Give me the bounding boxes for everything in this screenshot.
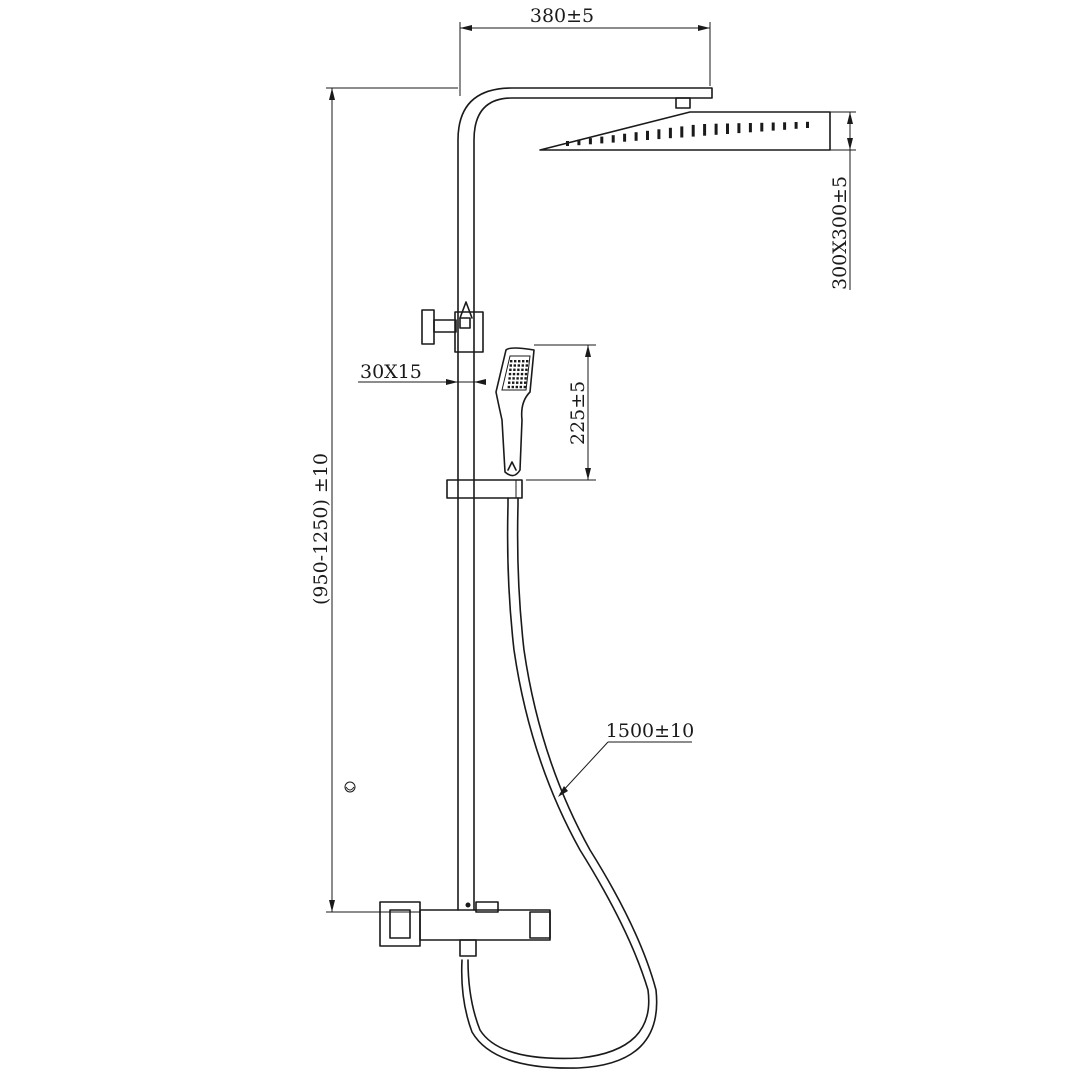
nozzle bbox=[600, 136, 604, 144]
hand-nozzle bbox=[519, 385, 522, 389]
nozzle bbox=[714, 123, 718, 135]
hand-nozzle bbox=[521, 364, 524, 367]
hand-nozzle bbox=[520, 381, 523, 384]
nozzle bbox=[760, 122, 764, 132]
hand-nozzle bbox=[513, 368, 516, 371]
hand-nozzle bbox=[523, 385, 526, 389]
nozzle bbox=[737, 123, 741, 134]
hand-nozzle bbox=[510, 360, 513, 363]
nozzle bbox=[588, 138, 592, 145]
hand-nozzle bbox=[524, 381, 527, 384]
hand-nozzle bbox=[516, 372, 520, 376]
dimension-rain-head-size: 300X300±5 bbox=[829, 111, 856, 290]
nozzle bbox=[726, 123, 729, 134]
hand-nozzle bbox=[516, 377, 519, 380]
hand-nozzle bbox=[512, 372, 516, 376]
dimension-rain-arm-length: 380±5 bbox=[459, 5, 711, 96]
nozzle bbox=[806, 121, 809, 128]
hand-nozzle bbox=[516, 381, 519, 384]
nozzle bbox=[646, 130, 649, 140]
dimension-label-hand-shower: 225±5 bbox=[567, 381, 589, 445]
rain-shower-head bbox=[539, 111, 831, 151]
shower-head-nozzles bbox=[566, 121, 809, 146]
hand-nozzle bbox=[520, 377, 523, 380]
dimension-label-rain-arm: 380±5 bbox=[530, 5, 594, 27]
hand-nozzle bbox=[525, 368, 528, 371]
dimension-label-rail: 30X15 bbox=[360, 361, 422, 383]
hand-nozzle bbox=[517, 368, 520, 371]
riser-pipe-with-rain-arm bbox=[457, 87, 713, 911]
nozzle bbox=[623, 133, 627, 142]
hand-nozzle bbox=[521, 368, 524, 371]
hand-nozzle bbox=[509, 364, 512, 367]
hand-nozzle bbox=[508, 377, 511, 380]
hand-nozzle bbox=[525, 364, 528, 367]
hand-nozzle bbox=[522, 360, 525, 363]
hand-nozzle bbox=[513, 364, 516, 367]
dimension-hose-length: 1500±10 bbox=[558, 720, 694, 797]
nozzle bbox=[703, 124, 707, 136]
hand-shower-nozzles bbox=[507, 360, 529, 389]
slide-holder-bracket bbox=[446, 479, 523, 499]
hand-nozzle bbox=[524, 377, 527, 380]
dimension-hand-shower-length: 225±5 bbox=[526, 344, 596, 481]
hand-shower bbox=[495, 347, 535, 477]
nozzle bbox=[611, 135, 615, 143]
hand-nozzle bbox=[508, 372, 512, 376]
dimension-column-height: (950-1250) ±10 bbox=[310, 87, 458, 913]
hand-nozzle bbox=[509, 368, 512, 371]
hand-nozzle bbox=[520, 372, 524, 376]
nozzle bbox=[748, 123, 752, 133]
diverter-valve bbox=[421, 301, 484, 353]
hand-nozzle bbox=[526, 360, 529, 363]
hand-nozzle bbox=[508, 381, 511, 384]
hand-nozzle bbox=[507, 385, 510, 389]
nozzle bbox=[680, 126, 684, 138]
hand-nozzle bbox=[518, 360, 521, 363]
shower-hose bbox=[460, 497, 658, 1069]
wall-anchor-icon bbox=[344, 781, 356, 793]
hand-nozzle bbox=[514, 360, 517, 363]
nozzle bbox=[577, 139, 581, 146]
thermostatic-mixer-valve bbox=[379, 901, 551, 957]
hand-nozzle bbox=[515, 385, 518, 389]
hand-nozzle bbox=[517, 364, 520, 367]
dimension-slide-rail-section: 30X15 bbox=[358, 361, 486, 385]
nozzle bbox=[668, 127, 672, 139]
nozzle bbox=[783, 122, 787, 130]
hand-nozzle bbox=[512, 381, 515, 384]
dimension-label-column-height: (950-1250) ±10 bbox=[310, 453, 332, 605]
nozzle bbox=[657, 129, 661, 140]
nozzle bbox=[794, 122, 798, 129]
dimension-label-hose: 1500±10 bbox=[606, 720, 694, 742]
nozzle bbox=[691, 124, 695, 137]
nozzle bbox=[634, 132, 638, 141]
hand-nozzle bbox=[524, 372, 528, 376]
hand-nozzle bbox=[511, 385, 514, 389]
dimension-label-rain-head: 300X300±5 bbox=[829, 176, 851, 290]
hand-nozzle bbox=[512, 377, 515, 380]
nozzle bbox=[771, 122, 775, 131]
nozzle bbox=[566, 141, 569, 146]
